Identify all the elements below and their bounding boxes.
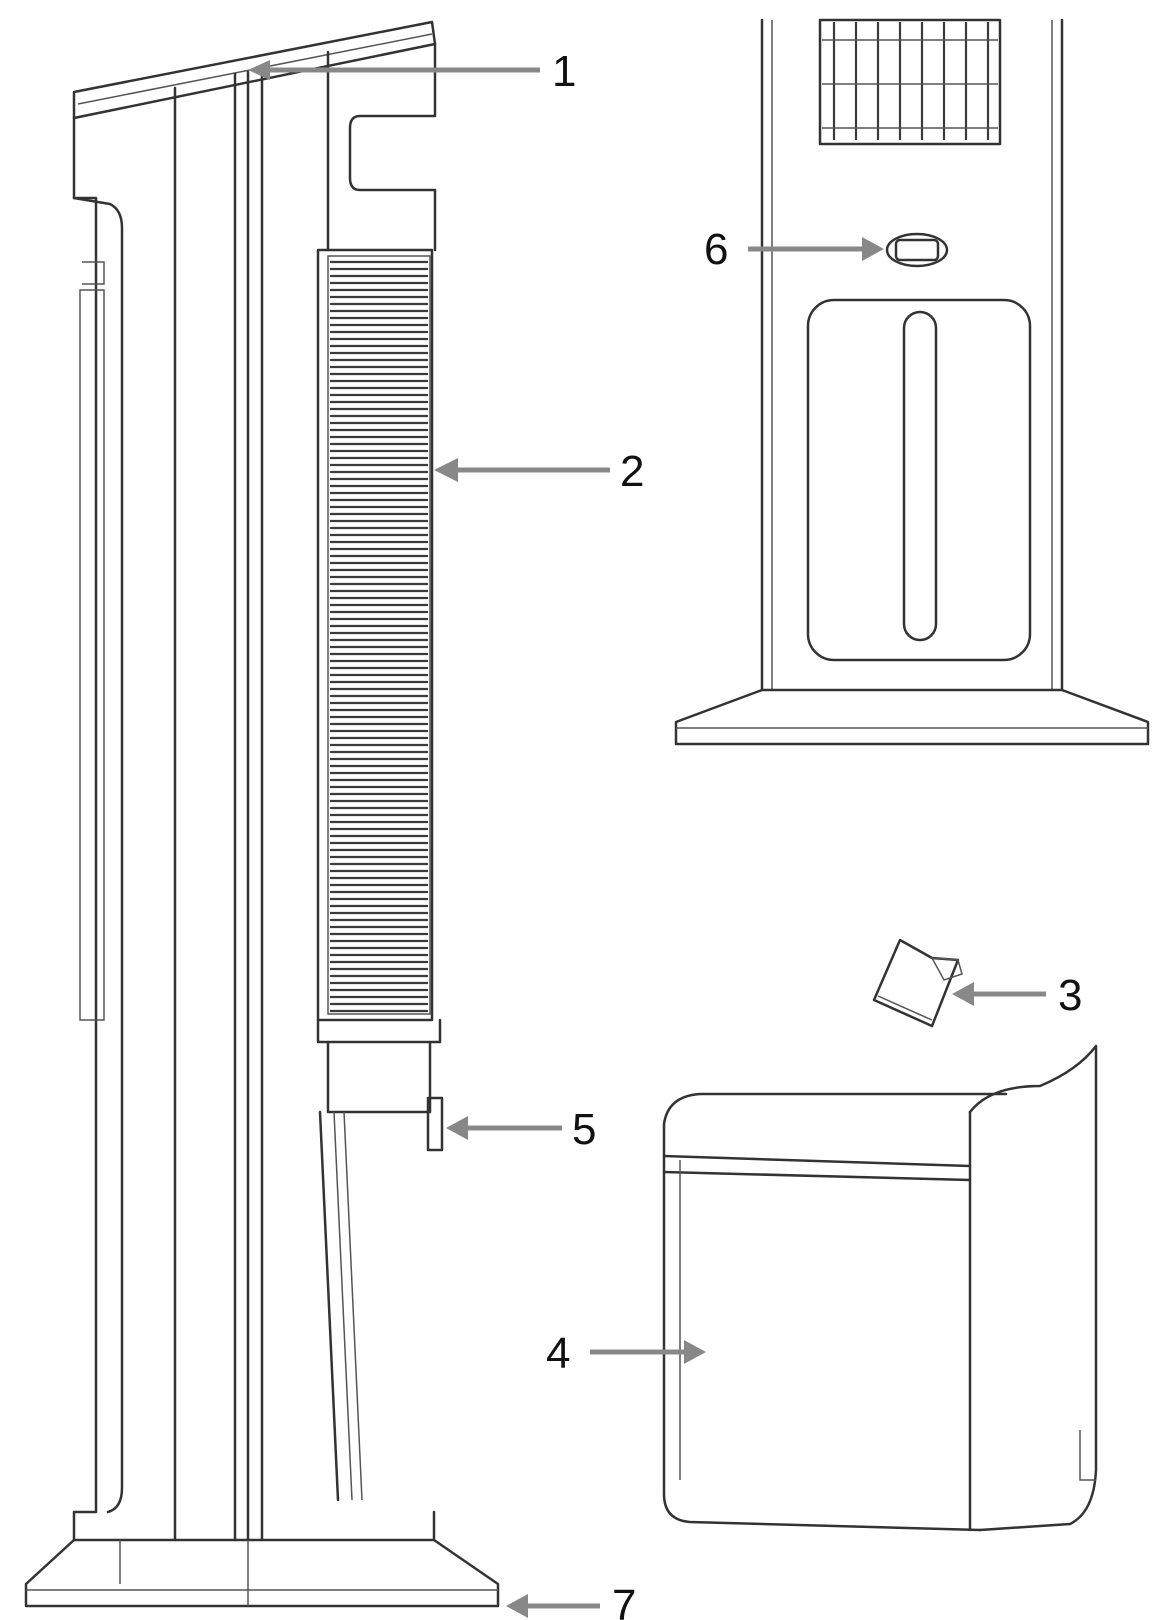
callout-1: 1: [552, 47, 576, 96]
callout-arrows: [248, 60, 1046, 1618]
callout-4: 4: [546, 1329, 570, 1378]
small-part-3: [872, 938, 963, 1028]
water-tank-4: [662, 1044, 1098, 1532]
tower-side-view: [24, 20, 500, 1608]
callout-labels: 1 2 3 4 5 6 7: [546, 47, 1082, 1620]
callout-5: 5: [572, 1105, 596, 1154]
callout-2: 2: [620, 447, 644, 496]
back-grille-slats: [822, 22, 998, 140]
tower-back-view: [674, 18, 1150, 746]
grille-slats: [330, 260, 428, 1013]
callout-7: 7: [612, 1581, 636, 1620]
callout-6: 6: [704, 225, 728, 274]
callout-3: 3: [1058, 971, 1082, 1020]
